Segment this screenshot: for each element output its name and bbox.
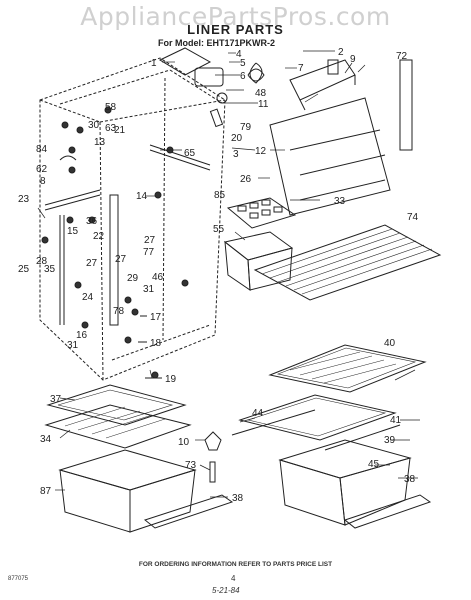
callout-72: 72 (396, 51, 408, 62)
callout-33: 33 (334, 196, 346, 207)
liner-cabinet (39, 57, 226, 381)
callout-30: 30 (88, 120, 100, 131)
ice-bin (223, 231, 294, 291)
misc-parts (59, 108, 224, 483)
callout-55: 55 (213, 224, 225, 235)
callout-27a: 27 (144, 235, 156, 246)
callout-74: 74 (407, 212, 419, 223)
callout-5: 5 (240, 58, 246, 69)
callout-48: 48 (255, 88, 267, 99)
callout-17: 17 (150, 312, 162, 323)
callout-16: 16 (76, 330, 88, 341)
callout-18: 18 (150, 338, 162, 349)
callout-24: 24 (82, 292, 94, 303)
page-number: 4 (231, 574, 236, 583)
callout-labels: 1 2 3 4 5 6 7 8 9 10 11 12 13 14 15 16 1… (18, 47, 419, 504)
callout-15: 15 (67, 226, 79, 237)
document-code: 877075 (8, 576, 29, 582)
callout-26: 26 (240, 174, 252, 185)
callout-20: 20 (231, 133, 243, 144)
callout-2: 2 (338, 47, 344, 58)
callout-36: 36 (86, 216, 98, 227)
callout-12: 12 (255, 146, 267, 157)
callout-27c: 27 (115, 254, 127, 265)
callout-8: 8 (40, 176, 46, 187)
callout-22: 22 (93, 231, 105, 242)
callout-63: 63 (105, 123, 117, 134)
callout-87: 87 (40, 486, 52, 497)
callout-40: 40 (384, 338, 396, 349)
callout-65: 65 (184, 148, 196, 159)
diagram-title: LINER PARTS (187, 22, 284, 37)
model-label: For Model: EHT171PKWR-2 (158, 38, 276, 48)
callout-4: 4 (236, 49, 242, 60)
liner-fittings (41, 106, 189, 379)
callout-6: 6 (240, 71, 246, 82)
control-housing (289, 59, 413, 151)
callout-1: 1 (151, 58, 157, 69)
callout-7: 7 (298, 63, 304, 74)
callout-21: 21 (114, 125, 126, 136)
callout-38a: 38 (232, 493, 244, 504)
light-housing (158, 47, 265, 104)
callout-38b: 38 (404, 474, 416, 485)
callout-41: 41 (390, 415, 402, 426)
handwritten-stamp: 5-21-84 (212, 586, 240, 595)
callout-11a: 11 (258, 99, 269, 110)
liner-rails (44, 144, 211, 326)
freezer-wire-shelf (253, 224, 442, 301)
ice-tray (226, 197, 297, 229)
left-crisper-cover (44, 384, 192, 449)
callout-78: 78 (113, 306, 125, 317)
callout-58: 58 (105, 102, 117, 113)
callout-85: 85 (214, 190, 226, 201)
callout-14: 14 (136, 191, 148, 202)
callout-37: 37 (50, 394, 62, 405)
freezer-divider-panel (269, 97, 391, 216)
callout-9: 9 (350, 54, 356, 65)
callout-46: 46 (152, 272, 164, 283)
leader-lines (37, 50, 420, 498)
callout-19: 19 (165, 374, 177, 385)
callout-13: 13 (94, 137, 106, 148)
upper-shelf (268, 344, 427, 393)
callout-34: 34 (40, 434, 52, 445)
callout-79: 79 (240, 122, 252, 133)
left-crisper-drawer (58, 449, 234, 533)
callout-27b: 27 (86, 258, 98, 269)
callout-29: 29 (127, 273, 139, 284)
callout-10: 10 (178, 437, 190, 448)
callout-73: 73 (185, 460, 197, 471)
callout-3: 3 (233, 149, 239, 160)
callout-31a: 31 (143, 284, 155, 295)
callout-62: 62 (36, 164, 48, 175)
callout-45: 45 (368, 459, 380, 470)
callout-23: 23 (18, 194, 30, 205)
callout-44: 44 (252, 408, 264, 419)
callout-31b: 31 (67, 340, 79, 351)
callout-39: 39 (384, 435, 396, 446)
callout-84: 84 (36, 144, 48, 155)
watermark: AppliancePartsPros.com (80, 2, 391, 31)
callout-77: 77 (143, 247, 155, 258)
middle-shelf (231, 394, 401, 451)
ordering-note: FOR ORDERING INFORMATION REFER TO PARTS … (138, 561, 333, 568)
callout-25: 25 (18, 264, 30, 275)
callout-35: 35 (44, 264, 56, 275)
callout-28: 28 (36, 256, 48, 267)
